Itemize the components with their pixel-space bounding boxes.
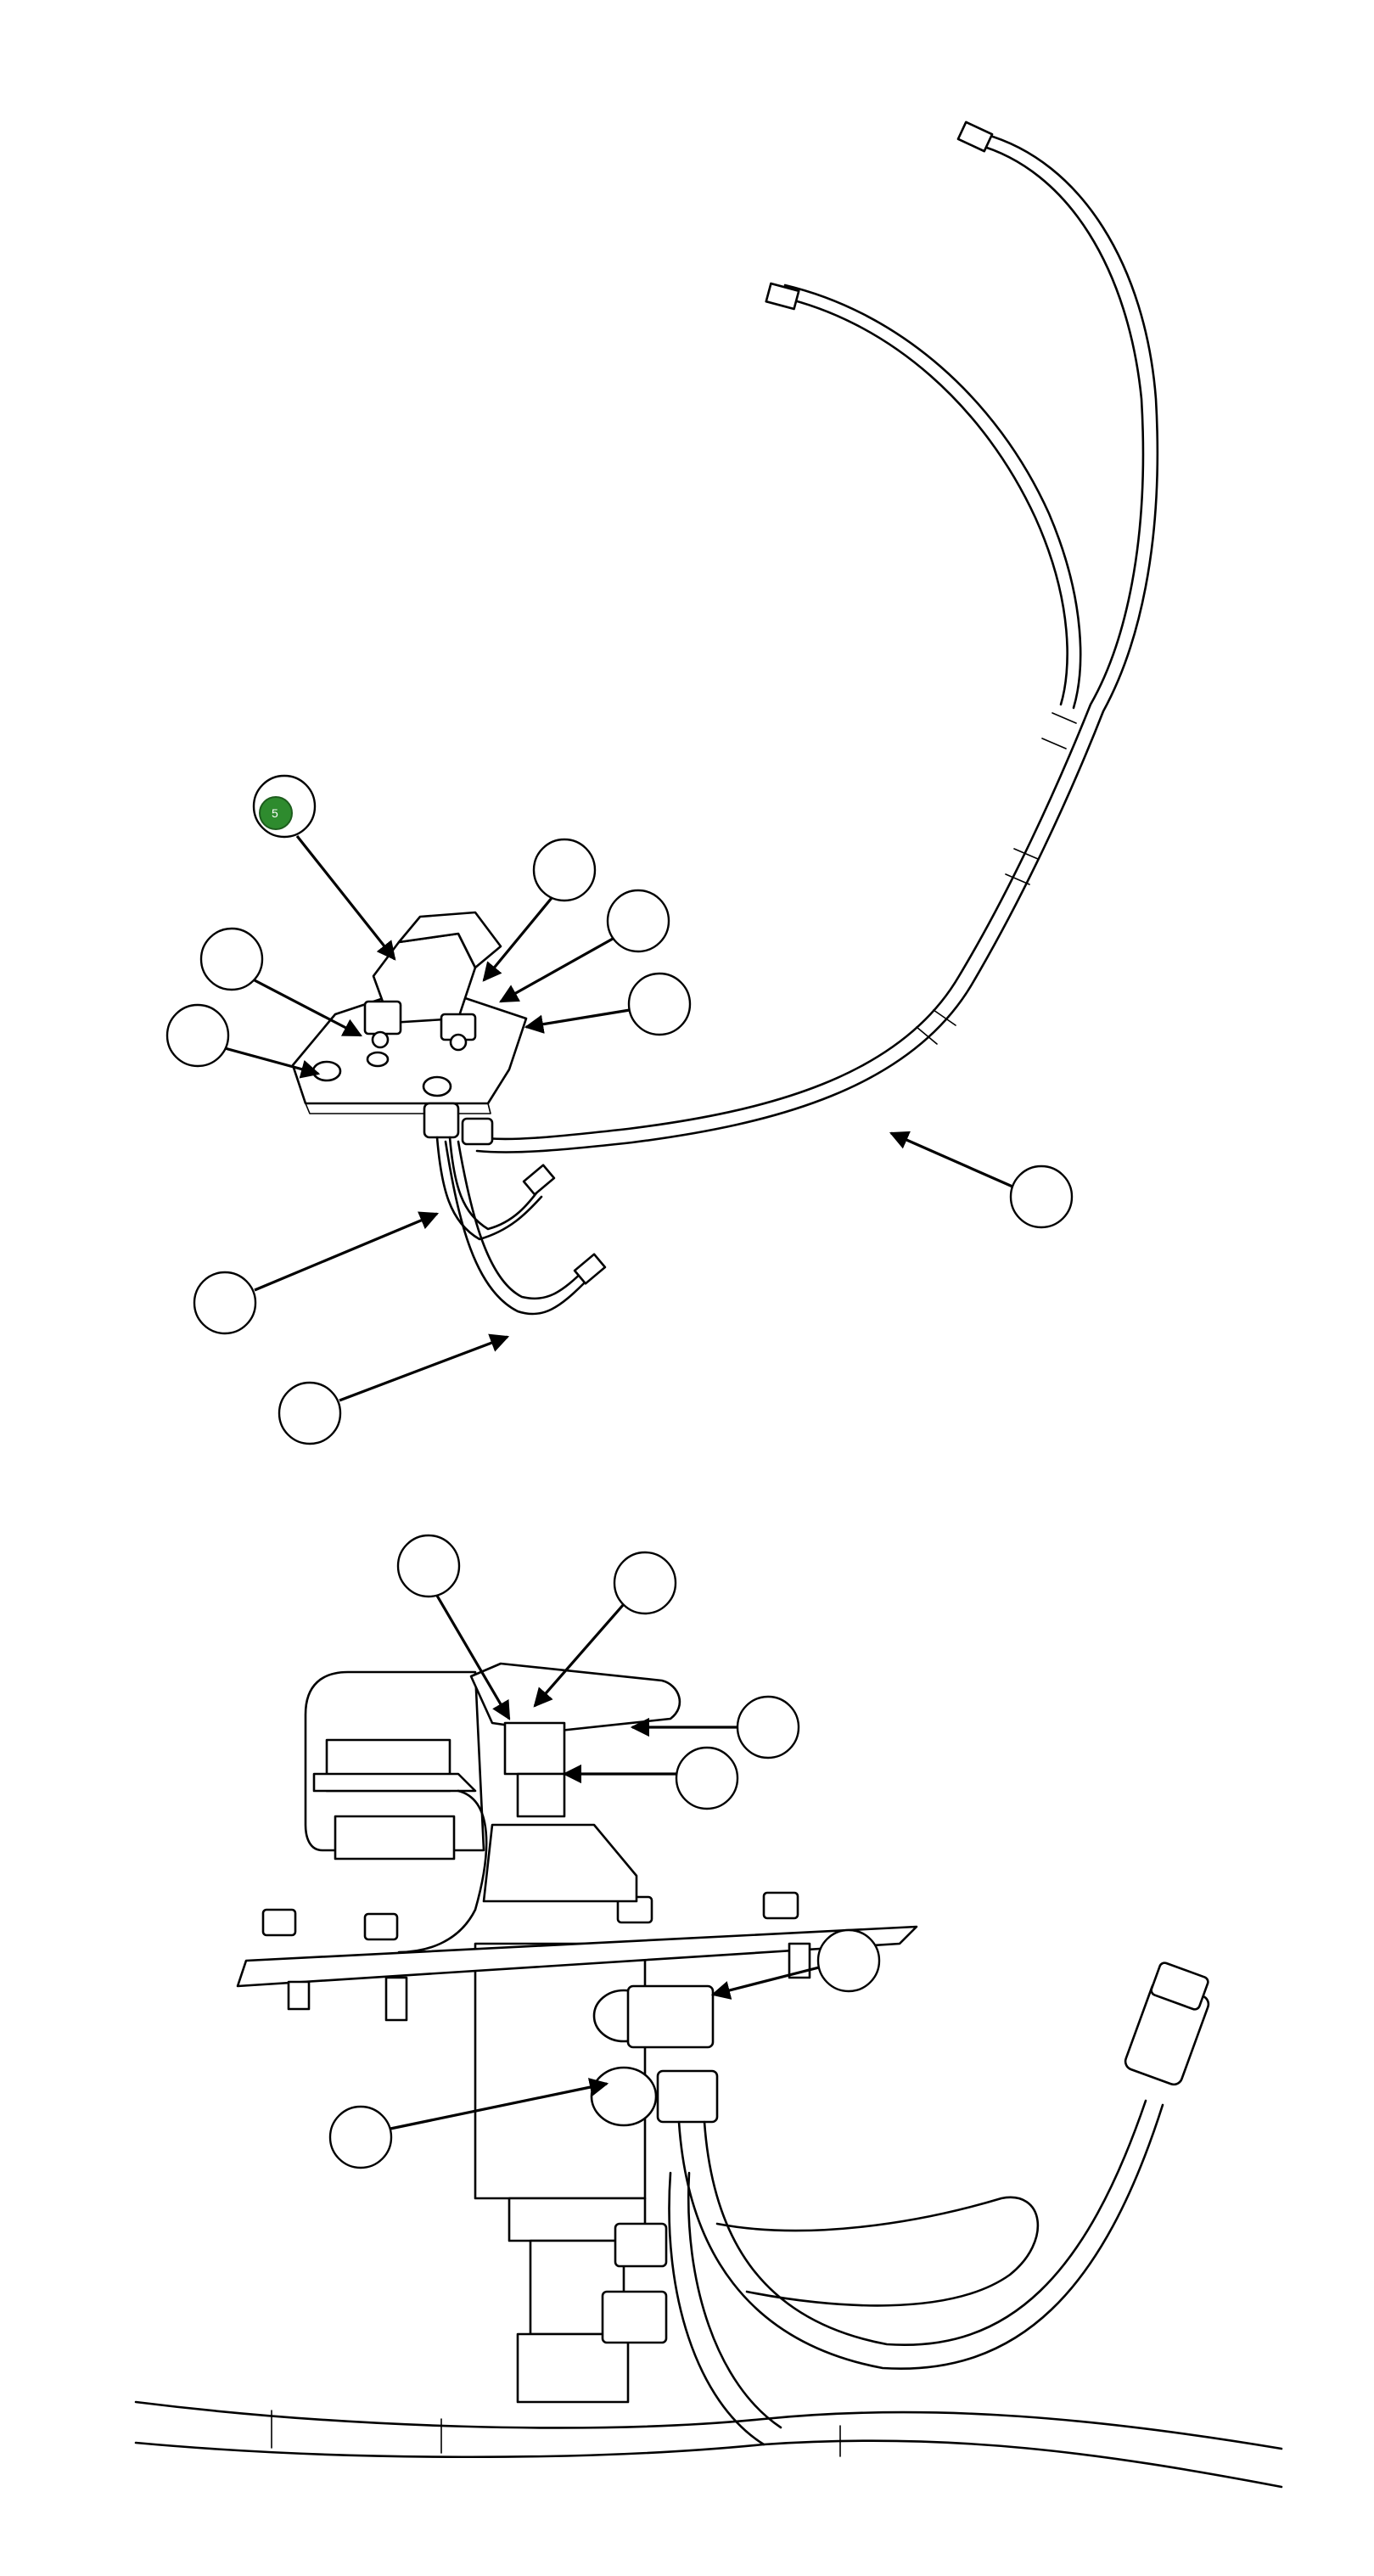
callouts-bottom xyxy=(328,1534,881,2169)
callout-top-h[interactable] xyxy=(278,1381,342,1445)
callout-top-e[interactable] xyxy=(165,1003,230,1068)
callout-top-f[interactable] xyxy=(1009,1165,1074,1229)
callout-bottom-c[interactable] xyxy=(736,1695,800,1759)
callout-bottom-f[interactable] xyxy=(328,2105,393,2169)
hose-long-right xyxy=(474,121,1159,1153)
top-assembly-view: 5 xyxy=(165,121,1159,1445)
hotspot-number: 5 xyxy=(272,806,278,820)
callout-top-a[interactable] xyxy=(532,838,597,902)
callouts-top: 5 xyxy=(165,774,1074,1445)
hose-long-left xyxy=(765,282,1082,710)
callout-top-c[interactable] xyxy=(627,972,692,1036)
callout-bottom-a[interactable] xyxy=(396,1534,461,1598)
callout-top-g[interactable] xyxy=(193,1271,257,1335)
detail-plate xyxy=(236,1925,918,1988)
detail-pedal-housing xyxy=(304,1662,681,1954)
callout-bottom-b[interactable] xyxy=(613,1551,677,1615)
bottom-detail-view xyxy=(134,1534,1283,2489)
plate-bolts xyxy=(261,1891,811,2022)
callout-top-d[interactable] xyxy=(199,927,264,991)
pedal-housing xyxy=(363,911,502,1052)
detail-fittings xyxy=(590,1984,719,2344)
callout-bottom-e[interactable] xyxy=(816,1928,881,1993)
short-hoses xyxy=(423,1102,607,1316)
hotspot-marker[interactable] xyxy=(259,796,293,830)
callout-bottom-d[interactable] xyxy=(675,1746,739,1810)
detail-hoses xyxy=(668,1961,1210,2446)
callout-top-b[interactable] xyxy=(606,889,670,953)
